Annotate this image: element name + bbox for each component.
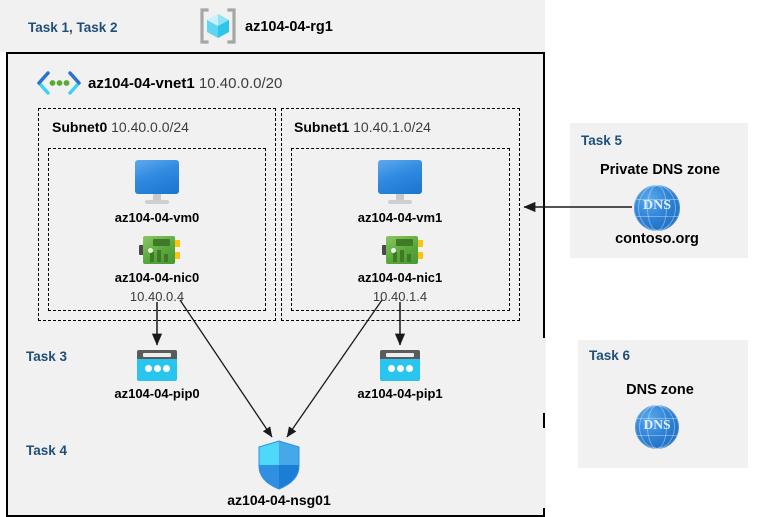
resource-group-name: az104-04-rg1 <box>245 19 333 35</box>
vm0-name: az104-04-vm0 <box>114 210 200 225</box>
nic1-ip: 10.40.1.4 <box>372 289 428 304</box>
network-interface-icon <box>139 234 180 266</box>
task-label-1-2: Task 1, Task 2 <box>28 20 118 35</box>
network-security-group-shield-icon <box>257 440 301 490</box>
private-dns-zone-heading: Private DNS zone <box>599 162 721 178</box>
vnet-header: az104-04-vnet1 10.40.0.0/20 <box>88 75 282 92</box>
vm1-name: az104-04-vm1 <box>357 210 443 225</box>
virtual-network-icon <box>36 70 81 95</box>
vnet-name: az104-04-vnet1 <box>88 75 195 92</box>
nic1-name: az104-04-nic1 <box>357 270 443 285</box>
public-ip-address-icon <box>137 350 177 381</box>
subnet0-header: Subnet0 10.40.0.0/24 <box>52 119 189 135</box>
dns-globe-icon: DNS <box>634 185 680 231</box>
nic0-name: az104-04-nic0 <box>114 270 200 285</box>
nic0-ip: 10.40.0.4 <box>129 289 185 304</box>
network-interface-icon <box>382 234 423 266</box>
task-label-4: Task 4 <box>26 443 68 458</box>
public-ip-address-icon <box>380 350 420 381</box>
task-label-6: Task 6 <box>589 348 631 363</box>
dns-globe-icon: DNS <box>635 405 679 449</box>
task-label-3: Task 3 <box>26 349 68 364</box>
subnet0-cidr: 10.40.0.0/24 <box>111 119 189 135</box>
dns-globe-label: DNS <box>643 417 671 432</box>
subnet1-name: Subnet1 <box>294 119 350 135</box>
dns-zone-heading: DNS zone <box>626 382 694 398</box>
subnet1-header: Subnet1 10.40.1.0/24 <box>294 119 431 135</box>
pip1-name: az104-04-pip1 <box>357 386 443 401</box>
vnet-cidr: 10.40.0.0/20 <box>198 75 283 92</box>
private-dns-zone-name: contoso.org <box>615 231 699 247</box>
resource-group-cube-icon <box>198 7 238 45</box>
resource-group-title-band <box>0 0 545 52</box>
virtual-machine-icon <box>378 160 422 204</box>
dns-globe-label: DNS <box>642 198 671 213</box>
task3-panel <box>17 338 546 413</box>
task-label-5: Task 5 <box>581 133 623 148</box>
subnet0-name: Subnet0 <box>52 119 108 135</box>
virtual-machine-icon <box>135 160 179 204</box>
nsg-name: az104-04-nsg01 <box>227 492 331 508</box>
pip0-name: az104-04-pip0 <box>114 386 200 401</box>
subnet1-cidr: 10.40.1.0/24 <box>353 119 431 135</box>
